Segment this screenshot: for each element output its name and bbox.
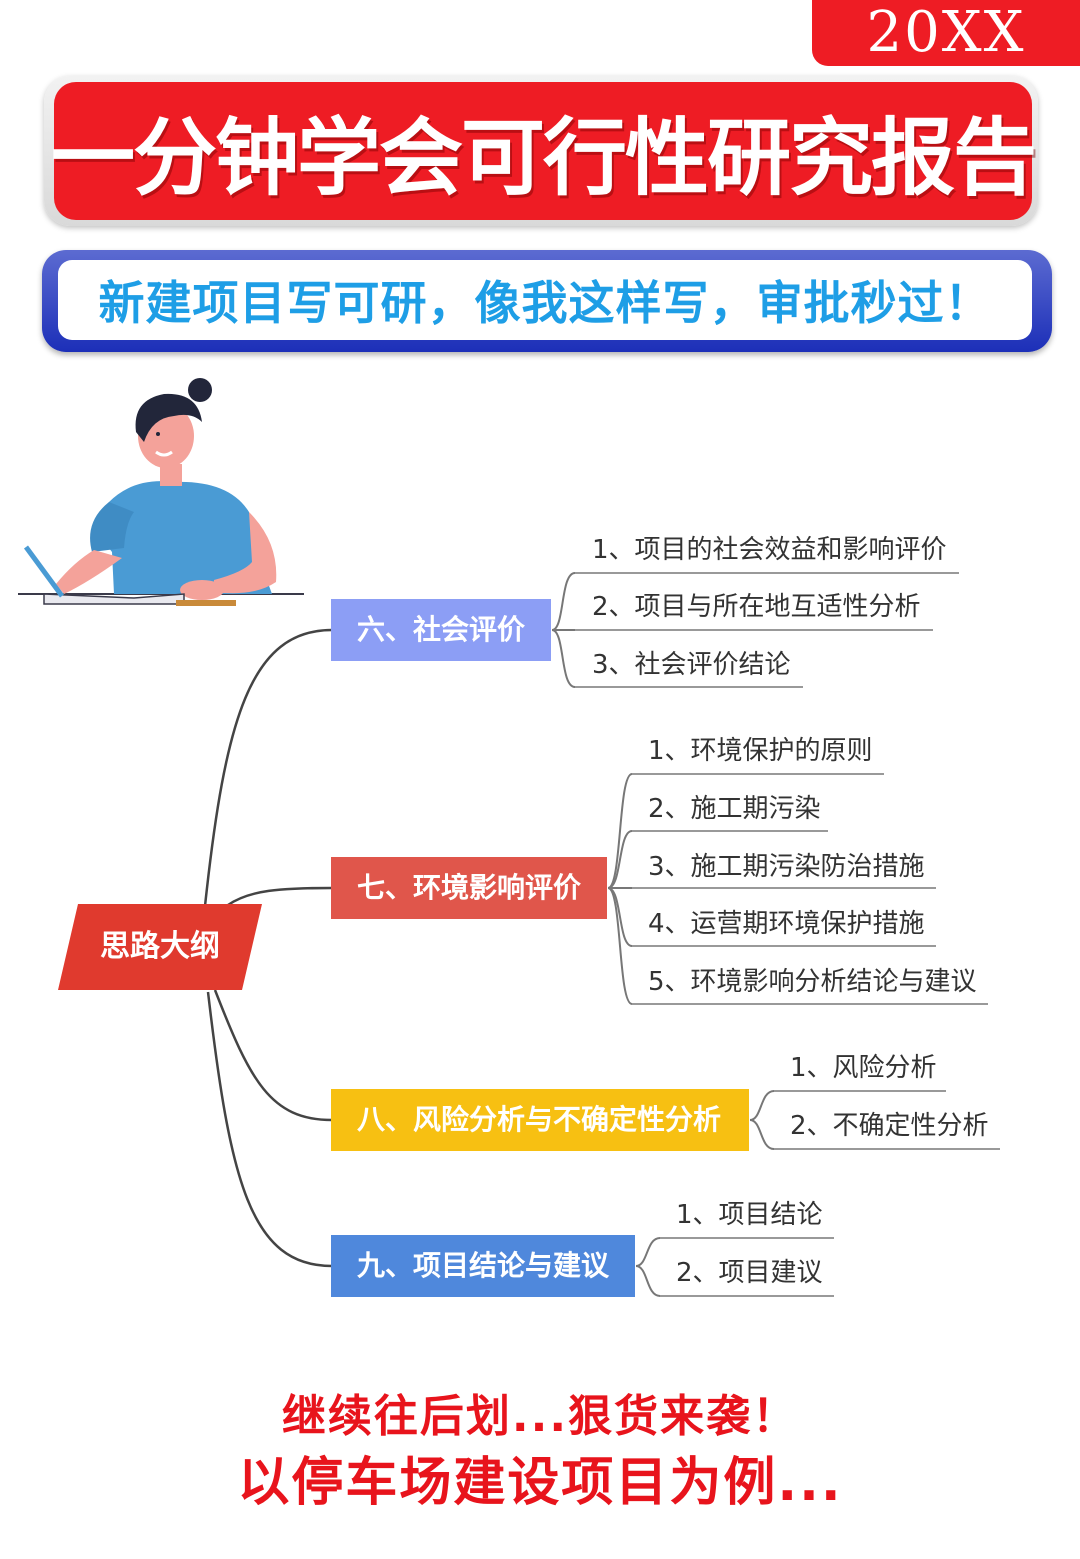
leaf-item: 3、社会评价结论 bbox=[592, 650, 791, 680]
leaf-item: 4、运营期环境保护措施 bbox=[648, 909, 925, 939]
leaf-item: 5、环境影响分析结论与建议 bbox=[648, 967, 977, 997]
title-banner: 一分钟学会可行性研究报告 bbox=[51, 82, 1037, 220]
leaf-item: 3、施工期污染防治措施 bbox=[648, 852, 925, 882]
branch-risk: 八、风险分析与不确定性分析 bbox=[331, 1089, 749, 1151]
branch-label: 九、项目结论与建议 bbox=[357, 1249, 610, 1282]
branch-label: 六、社会评价 bbox=[357, 613, 526, 646]
mindmap-root-label: 思路大纲 bbox=[100, 929, 220, 964]
branch-environment: 七、环境影响评价 bbox=[331, 857, 607, 919]
leaf-item: 2、不确定性分析 bbox=[790, 1111, 989, 1141]
leaf-item: 2、施工期污染 bbox=[648, 794, 821, 824]
footer-teaser: 继续往后划...狠货来袭！ bbox=[281, 1391, 799, 1442]
leaf-underline bbox=[632, 1003, 988, 1005]
leaf-underline bbox=[774, 1090, 946, 1092]
branch-label: 七、环境影响评价 bbox=[357, 871, 582, 904]
footer-example: 以停车场建设项目为例... bbox=[237, 1453, 843, 1513]
leaf-underline bbox=[632, 945, 936, 947]
branch-label: 八、风险分析与不确定性分析 bbox=[357, 1103, 722, 1136]
branch-conclusion: 九、项目结论与建议 bbox=[331, 1235, 635, 1297]
leaf-underline bbox=[774, 1148, 1000, 1150]
leaf-item: 1、项目结论 bbox=[676, 1200, 823, 1230]
leaf-underline bbox=[575, 629, 933, 631]
leaf-underline bbox=[575, 572, 959, 574]
mindmap-root: 思路大纲 bbox=[58, 904, 262, 990]
year-badge: 20XX bbox=[812, 0, 1080, 66]
leaf-underline bbox=[660, 1295, 834, 1297]
leaf-underline bbox=[632, 887, 936, 889]
leaf-underline bbox=[660, 1237, 834, 1239]
leaf-underline bbox=[575, 686, 803, 688]
leaf-item: 1、环境保护的原则 bbox=[648, 736, 873, 766]
leaf-item: 1、项目的社会效益和影响评价 bbox=[592, 535, 947, 565]
woman-writing-icon bbox=[18, 378, 304, 606]
subtitle: 新建项目写可研，像我这样写，审批秒过！ bbox=[98, 276, 992, 330]
leaf-underline bbox=[632, 830, 828, 832]
leaf-underline bbox=[632, 773, 884, 775]
leaf-item: 2、项目建议 bbox=[676, 1258, 823, 1288]
leaf-item: 1、风险分析 bbox=[790, 1053, 937, 1083]
branch-social: 六、社会评价 bbox=[331, 599, 551, 661]
leaf-item: 2、项目与所在地互适性分析 bbox=[592, 592, 921, 622]
page-title: 一分钟学会可行性研究报告 bbox=[51, 108, 1037, 207]
subtitle-banner: 新建项目写可研，像我这样写，审批秒过！ bbox=[58, 260, 1032, 340]
